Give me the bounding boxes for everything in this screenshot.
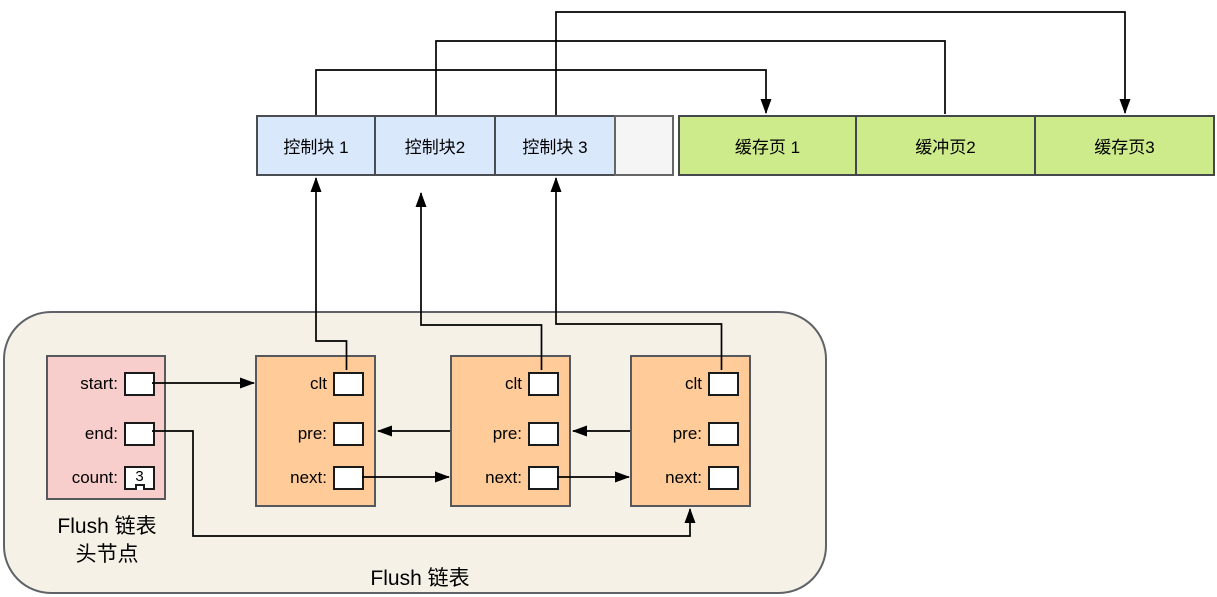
flush-node-1: clt pre: next: xyxy=(255,355,376,507)
head-start-row: start: xyxy=(48,372,164,396)
node2-pre-pointer-box xyxy=(528,422,559,446)
head-start-label: start: xyxy=(80,374,118,393)
head-end-pointer-box xyxy=(124,422,155,446)
node3-clt-pointer-box xyxy=(708,372,739,396)
control-block-2-label: 控制块2 xyxy=(404,138,466,157)
flush-node-2: clt pre: next: xyxy=(450,355,571,507)
node2-pre-row: pre: xyxy=(452,422,569,446)
arrow-cb1-to-page1 xyxy=(315,69,772,115)
count-box-notch xyxy=(134,484,145,490)
head-count-value: 3 xyxy=(135,468,144,485)
node3-next-row: next: xyxy=(632,466,749,490)
node1-pre-row: pre: xyxy=(257,422,374,446)
head-count-label: count: xyxy=(71,468,118,487)
node1-next-row: next: xyxy=(257,466,374,490)
cache-page-1-label: 缓存页 1 xyxy=(734,138,801,157)
node2-next-pointer-box xyxy=(528,466,559,490)
node3-pre-pointer-box xyxy=(708,422,739,446)
node1-clt-pointer-box xyxy=(333,372,364,396)
arrow-cb3-to-page3 xyxy=(555,11,1131,115)
head-node-box: start: end: count: 3 xyxy=(46,355,166,500)
node1-pre-label: pre: xyxy=(297,424,327,443)
node3-pre-row: pre: xyxy=(632,422,749,446)
head-node-caption: Flush 链表 头节点 xyxy=(28,513,186,569)
head-caption-line1: Flush 链表 xyxy=(57,515,157,538)
node1-clt-label: clt xyxy=(310,374,327,393)
cache-page-2-label: 缓冲页2 xyxy=(915,138,976,157)
node3-clt-label: clt xyxy=(685,374,702,393)
head-start-pointer-box xyxy=(124,372,155,396)
node3-next-pointer-box xyxy=(708,466,739,490)
control-block-1-cell: 控制块 1 xyxy=(256,115,376,176)
node2-pre-label: pre: xyxy=(492,424,522,443)
node2-clt-row: clt xyxy=(452,372,569,396)
head-caption-line2: 头节点 xyxy=(75,543,139,566)
node3-next-label: next: xyxy=(665,468,702,487)
flush-list-label: Flush 链表 xyxy=(370,567,470,590)
node2-next-label: next: xyxy=(485,468,522,487)
head-count-box: 3 xyxy=(124,466,155,490)
node2-next-row: next: xyxy=(452,466,569,490)
flush-node-3: clt pre: next: xyxy=(630,355,751,507)
cache-page-1-cell: 缓存页 1 xyxy=(678,115,857,176)
node3-clt-row: clt xyxy=(632,372,749,396)
head-end-row: end: xyxy=(48,422,164,446)
node3-pre-label: pre: xyxy=(672,424,702,443)
node2-clt-label: clt xyxy=(505,374,522,393)
head-count-row: count: 3 xyxy=(48,466,164,490)
empty-cell xyxy=(614,115,674,176)
cache-page-2-cell: 缓冲页2 xyxy=(855,115,1036,176)
head-end-label: end: xyxy=(84,424,118,443)
control-block-1-label: 控制块 1 xyxy=(283,138,349,157)
node1-next-pointer-box xyxy=(333,466,364,490)
node1-next-label: next: xyxy=(290,468,327,487)
node1-pre-pointer-box xyxy=(333,422,364,446)
line-cb2-to-page2 xyxy=(435,40,946,115)
control-block-3-label: 控制块 3 xyxy=(522,138,588,157)
cache-page-3-label: 缓存页3 xyxy=(1094,138,1155,157)
control-block-3-cell: 控制块 3 xyxy=(494,115,616,176)
node1-clt-row: clt xyxy=(257,372,374,396)
cache-page-3-cell: 缓存页3 xyxy=(1034,115,1215,176)
node2-clt-pointer-box xyxy=(528,372,559,396)
control-block-2-cell: 控制块2 xyxy=(374,115,496,176)
